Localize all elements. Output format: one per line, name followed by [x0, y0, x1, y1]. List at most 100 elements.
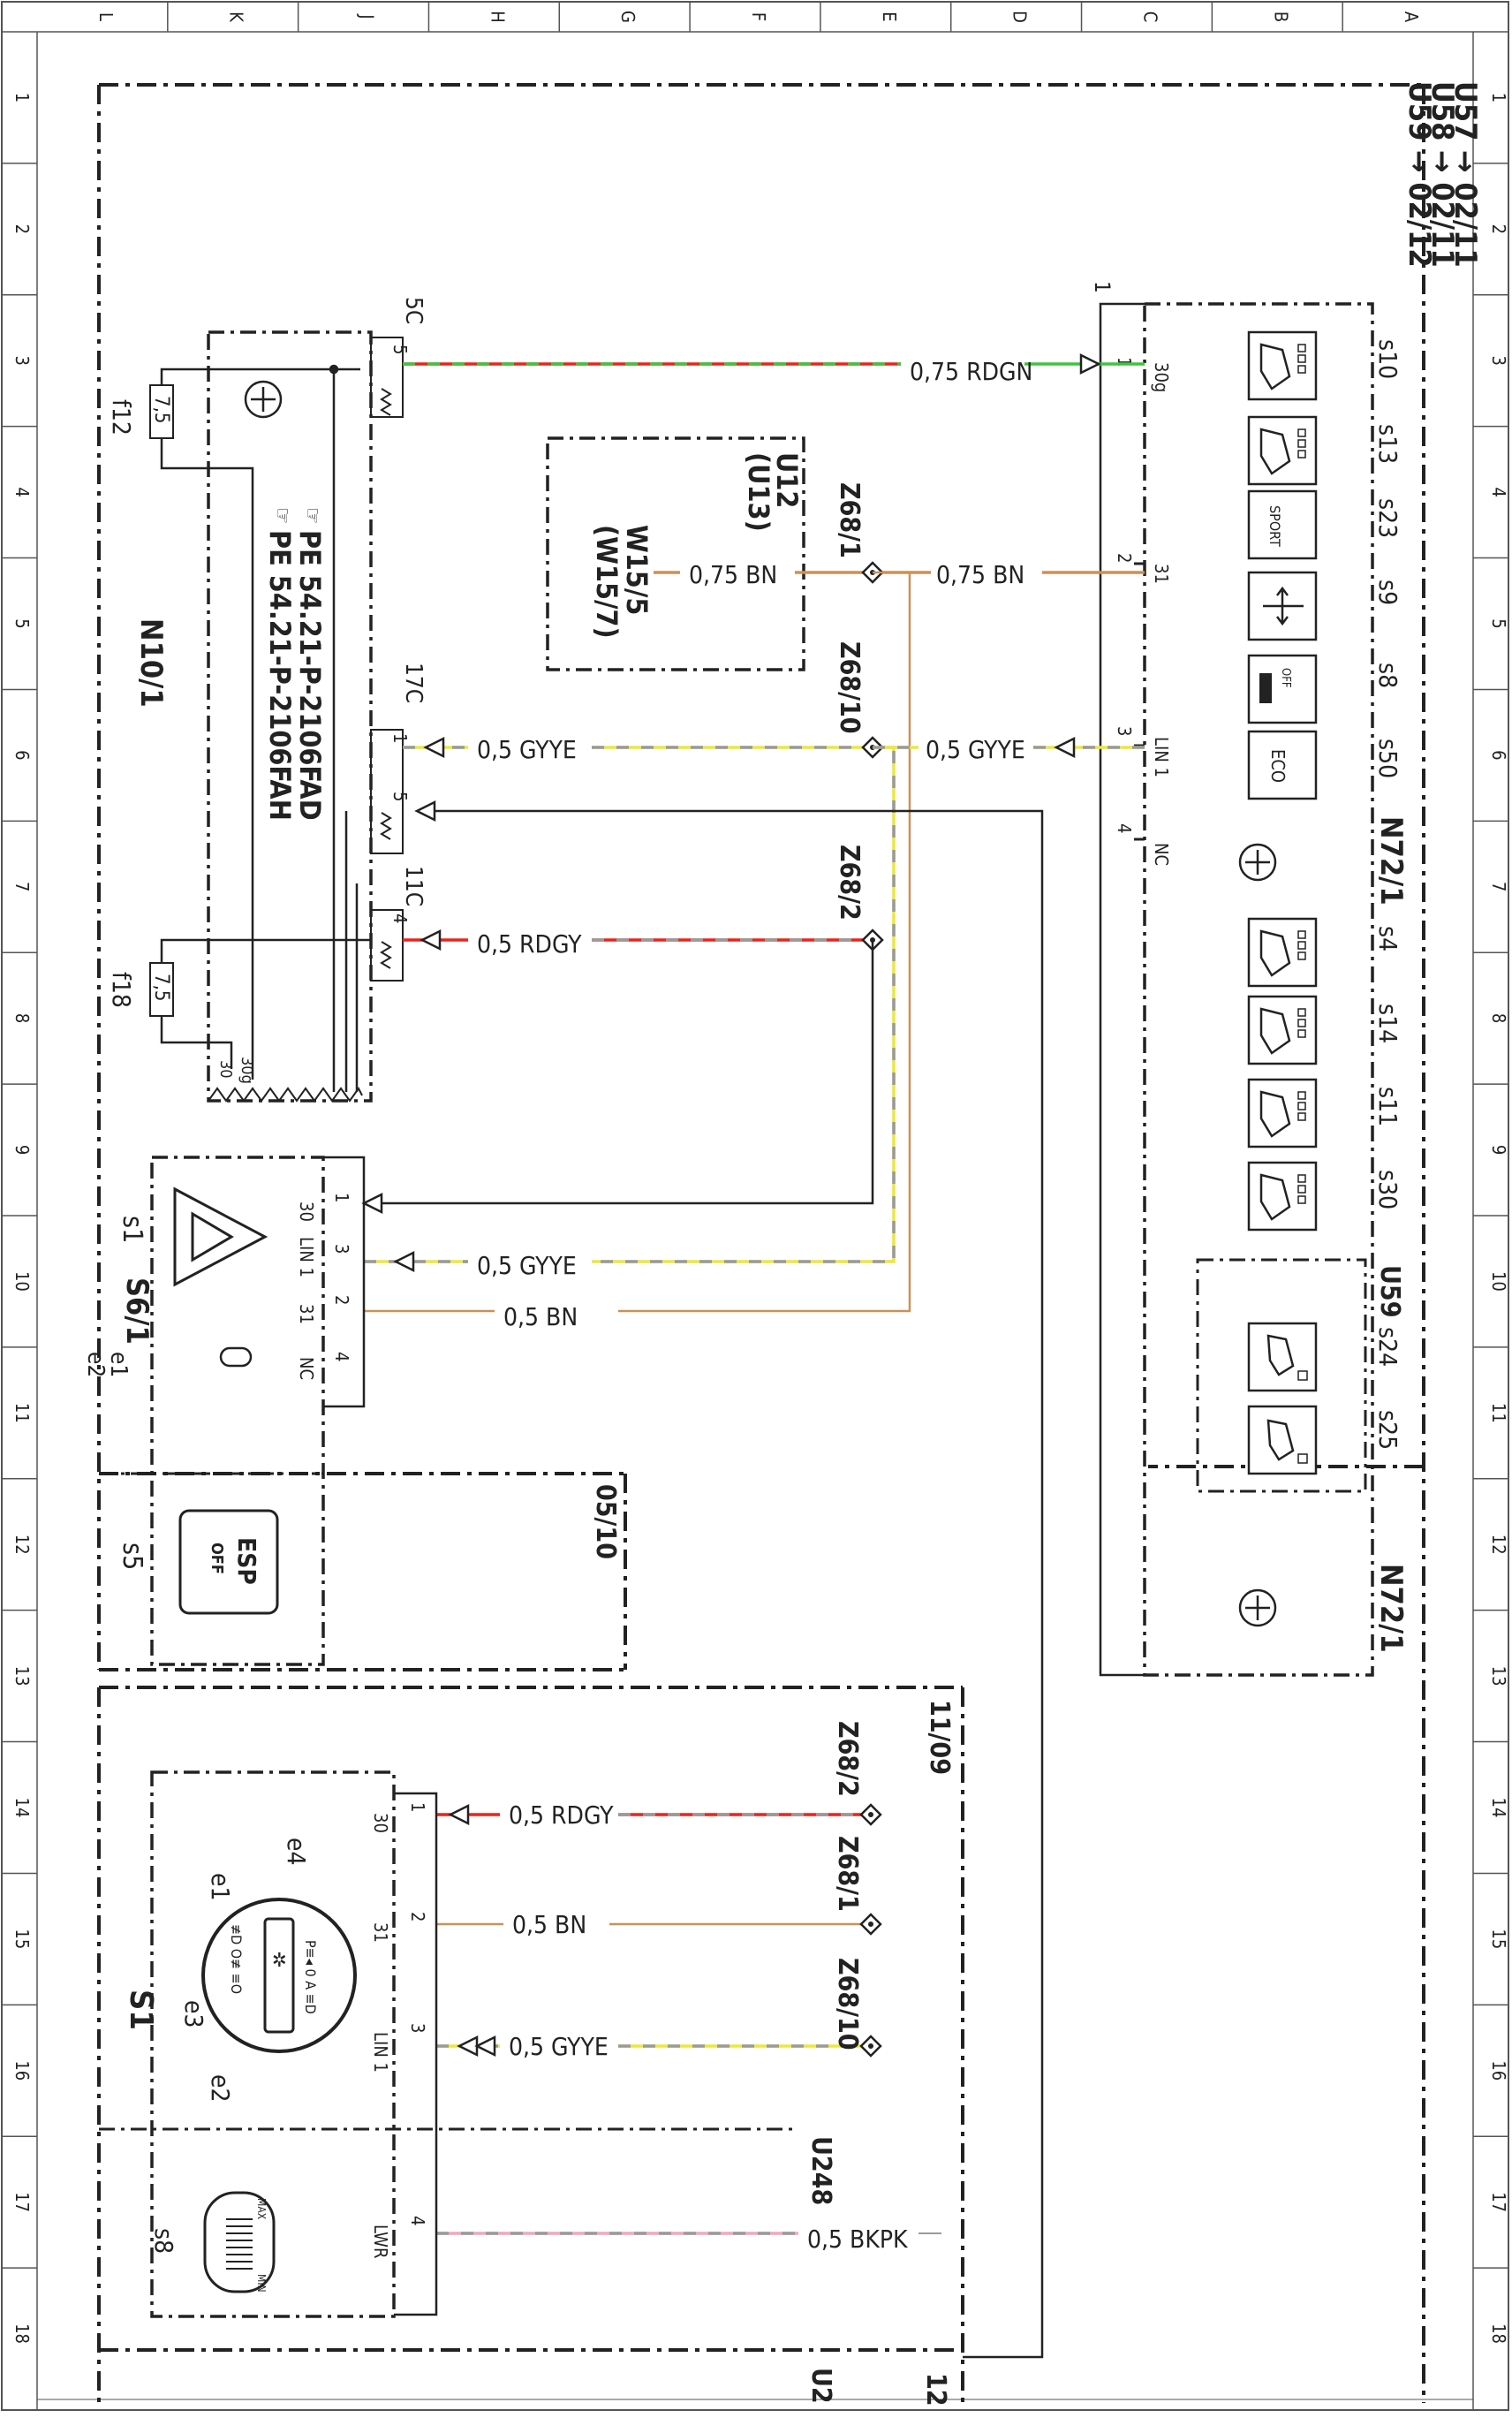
row-number-18: 18	[11, 2323, 33, 2344]
reference-notes: PE 54.21-P-2106FAD PE 54.21-P-2106FAH ☞ …	[263, 507, 327, 821]
terminal-30: 30	[216, 1060, 235, 1079]
led-indicator-icon	[1297, 1102, 1306, 1110]
column-letter-d: D	[1009, 11, 1031, 23]
ref-11-09: 11/09	[924, 1700, 955, 1775]
pin-11c-5: 5	[389, 792, 411, 801]
seat-icon	[1259, 428, 1291, 475]
parking-off-icon: OFF	[1279, 668, 1292, 688]
module-n10-1: N10/1 PE 54.21-P-2106FAD PE 54.21-P-2106…	[107, 297, 427, 1103]
switch-s10: s10	[1247, 330, 1402, 401]
led-indicator-icon	[1297, 1019, 1306, 1027]
row-number-10: 10	[11, 1271, 33, 1292]
n72-1-label: N72/1	[1373, 816, 1409, 906]
s1-pin-31: 31	[370, 1922, 391, 1943]
switch-s13-label: s13	[1373, 424, 1402, 464]
hand-pointer-icon: ☞	[270, 507, 295, 524]
seat-icon	[1259, 1007, 1291, 1055]
s6-pin-1: 1	[331, 1193, 352, 1202]
led-indicator-icon	[1297, 1029, 1306, 1038]
splice-s1-z68-2-node-dot	[868, 1812, 873, 1817]
led-indicator-icon	[1297, 1185, 1306, 1194]
hazard-triangle-icon	[173, 1186, 268, 1287]
s1-splice-z68-10: Z68/10	[832, 1958, 863, 2050]
seat-icon	[1259, 1173, 1291, 1221]
level-control-icon	[1263, 586, 1304, 626]
switch-s1: S1 e1 e2 e3 e4 s8 ✲ P≡◂ 0 A ≡D ≢D O≢ ≡O …	[99, 1700, 955, 2407]
eco-mode-icon: ECO	[1267, 749, 1289, 783]
sport-mode-icon: SPORT	[1266, 505, 1283, 547]
n72-pin-nc: NC	[1151, 843, 1172, 866]
column-letter-g: G	[617, 11, 639, 23]
switch-s50-label: s50	[1373, 739, 1402, 778]
wire-label-bkpk: 0,5 BKPK	[807, 2225, 909, 2254]
led-indicator-icon	[1297, 450, 1306, 459]
ground-w15-7: (W15/7)	[590, 525, 624, 639]
s1-e4-label: e4	[282, 1838, 311, 1866]
switch-s4-label: s4	[1373, 926, 1402, 951]
connector-arrow-icon	[457, 2035, 479, 2058]
version-note: U57 → 02/11 U58 → 02/11 U59 → 02/12	[1402, 81, 1483, 268]
led-indicator-icon	[1297, 941, 1306, 950]
indicator-lamp-icon	[219, 1346, 253, 1368]
wire-label-bn-05: 0,5 BN	[503, 1302, 578, 1331]
column-letter-f: F	[748, 12, 769, 21]
pin-5c-5: 5	[389, 345, 411, 354]
mode-marks: P≡◂ 0 A ≡D	[302, 1940, 319, 2014]
thumbwheel-max: MAX	[255, 2198, 268, 2220]
s1-splice-z68-1: Z68/1	[832, 1836, 863, 1912]
wire-label-bn-a: 0,75 BN	[689, 560, 777, 589]
connector-11c: 11C	[400, 866, 427, 906]
wire-label-gyye-c: 0,5 GYYE	[477, 1251, 577, 1280]
row-number-13: 13	[11, 1666, 33, 1687]
connector-arrow-icon	[423, 736, 445, 759]
s1-pin-3: 3	[407, 2023, 428, 2033]
led-indicator-icon	[1297, 1195, 1306, 1204]
wire-black-s6	[364, 940, 874, 1205]
n72-pin-1: 1	[1114, 357, 1135, 367]
row-number-17: 17	[1488, 2192, 1509, 2212]
s6-pins: 1 30 3 LIN 1 2 31 4 NC	[296, 1193, 352, 1380]
wiring-harness	[361, 352, 1145, 2359]
n72-pin-3: 3	[1114, 726, 1135, 736]
connector-arrow-icon	[474, 2035, 496, 2058]
row-number-1: 1	[1488, 93, 1509, 102]
row-number-2: 2	[1488, 224, 1509, 234]
s6-s5-label: s5	[117, 1543, 147, 1570]
wire-bn-run-base	[618, 571, 911, 1313]
fuse-f12: 7,5 f12	[107, 384, 174, 439]
switch-s14-label: s14	[1373, 1004, 1402, 1043]
s1-pin-lin1: LIN 1	[370, 2032, 391, 2073]
n72-pin-2: 2	[1114, 553, 1135, 563]
esp-label: ESP	[232, 1537, 261, 1585]
splices: Z68/1 Z68/10 Z68/2	[834, 482, 865, 921]
wire-label-gyye-b: 0,5 GYYE	[926, 735, 1025, 764]
wire-gyye-run	[592, 746, 896, 1263]
s1-e2-label: e2	[206, 2074, 235, 2103]
bottom-ref-12: 12	[920, 2373, 951, 2407]
row-number-12: 12	[1488, 1535, 1509, 1555]
splice-z68-1: Z68/1	[834, 482, 865, 558]
led-indicator-icon	[1297, 354, 1306, 363]
transistor-icon	[244, 380, 283, 419]
s6-e2-label: e2	[82, 1352, 109, 1377]
connector-arrow-icon	[420, 929, 442, 951]
u59-switches: s24 s25	[1247, 1322, 1402, 1475]
row-number-7: 7	[11, 882, 33, 891]
esp-off-button: ESP OFF	[178, 1509, 279, 1615]
transistor-icon	[1238, 843, 1277, 1627]
s6-pin-nc: NC	[296, 1357, 317, 1380]
switch-s30-label: s30	[1373, 1170, 1402, 1209]
fog-marks: ≢D O≢ ≡O	[228, 1924, 245, 1994]
switch-s50: ECO s50	[1247, 730, 1402, 800]
switch-s14: s14	[1247, 995, 1402, 1065]
connector-arrow-icon	[1079, 352, 1101, 375]
wire-label-rdgy: 0,5 RDGY	[477, 929, 582, 959]
row-number-9: 9	[11, 1145, 33, 1155]
fuse-f18-label: f18	[107, 972, 136, 1008]
fuse-f12-rating: 7,5	[150, 396, 172, 423]
row-number-6: 6	[11, 750, 33, 760]
wire-label-rdgy-s1: 0,5 RDGY	[509, 1800, 614, 1830]
led-indicator-icon	[1297, 1008, 1306, 1017]
